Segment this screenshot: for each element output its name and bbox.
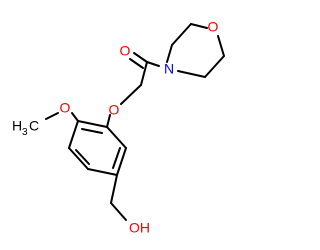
- hydroxyl-label: OH: [129, 220, 150, 236]
- ring-bond-4: [87, 168, 118, 176]
- methoxy-oxygen-label: O: [60, 100, 71, 116]
- bond-o-c3: [217, 35, 225, 57]
- bond-ether-o-ring: [106, 114, 111, 128]
- bond-carbonyl-double-1: [133, 52, 148, 63]
- methyl-subscript-label: 3: [22, 127, 28, 138]
- methyl-c-label: C: [29, 118, 39, 134]
- bond-c4-n: [177, 70, 206, 78]
- bond-n-c1: [166, 44, 173, 63]
- morpholine-nitrogen-label: N: [164, 61, 174, 77]
- morpholine-oxygen-label: O: [208, 19, 219, 35]
- bond-methoxy-o-c: [45, 112, 59, 120]
- bond-carbonyl-ch2: [140, 61, 148, 86]
- bond-c1-c2: [171, 23, 192, 46]
- ring-bond-6: [106, 126, 127, 149]
- bond-carbonyl-double-2: [129, 58, 144, 69]
- ring-double-3: [112, 147, 121, 169]
- bond-ch2-ether-o: [120, 84, 142, 105]
- bond-ch2-oh: [110, 202, 127, 221]
- ring-bond-2: [68, 120, 79, 149]
- ring-double-1: [81, 128, 103, 134]
- ring-bond-1: [77, 120, 108, 128]
- methyl-h-label: H: [12, 118, 22, 134]
- bond-c3-c4: [204, 55, 225, 78]
- bond-carbonyl-n: [146, 61, 160, 67]
- molecule-diagram: O N O O O H 3 C OH: [12, 18, 225, 236]
- bond-ring-ch2: [110, 174, 118, 204]
- bond-ring-methoxy-o: [71, 112, 79, 122]
- ring-bond-5: [116, 147, 127, 176]
- ring-double-2: [75, 149, 90, 165]
- ring-bond-3: [68, 147, 89, 170]
- ether-oxygen-label: O: [109, 102, 120, 118]
- bond-c2-o: [190, 23, 208, 29]
- structure-svg: O N O O O H 3 C OH: [12, 19, 225, 236]
- carbonyl-oxygen-label: O: [120, 43, 131, 59]
